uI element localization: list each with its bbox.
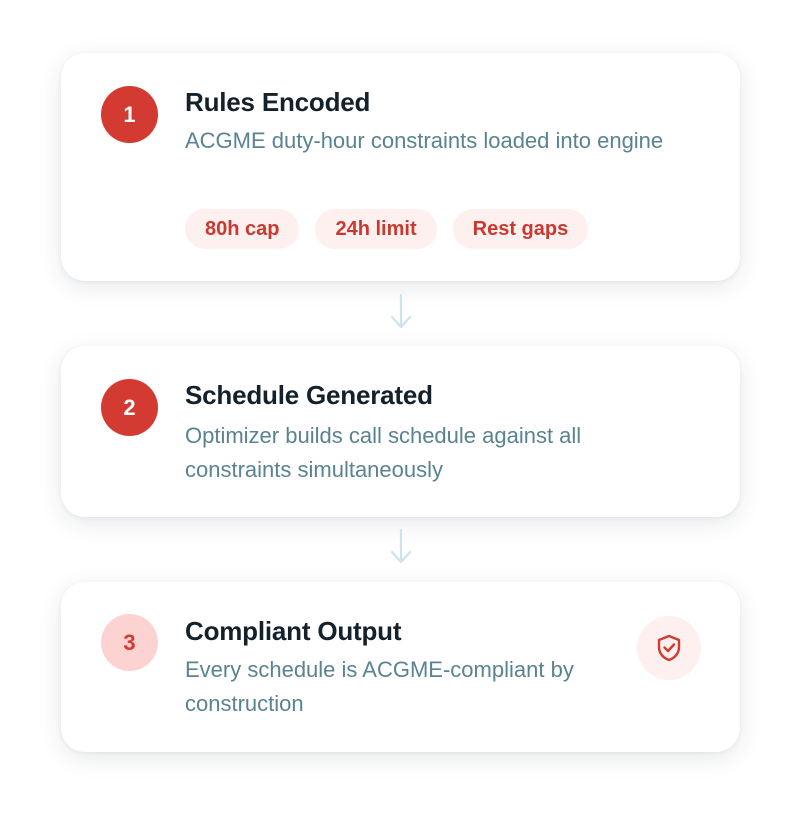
step-description: ACGME duty-hour constraints loaded into … — [185, 128, 664, 153]
step-description: Optimizer builds call schedule against a… — [185, 423, 582, 482]
step-card-compliant-output: 3 Compliant Output Every schedule is ACG… — [61, 582, 740, 752]
step-card-rules-encoded: 1 Rules Encoded ACGME duty-hour constrai… — [61, 53, 740, 281]
step-title: Compliant Output — [185, 616, 402, 646]
step-title: Schedule Generated — [185, 380, 433, 410]
step-number-badge: 2 — [101, 379, 158, 436]
shield-check-icon — [657, 634, 681, 662]
tag-80h-cap: 80h cap — [185, 209, 300, 249]
tag-24h-limit: 24h limit — [315, 209, 437, 249]
step-title: Rules Encoded — [185, 87, 371, 117]
step-card-schedule-generated: 2 Schedule Generated Optimizer builds ca… — [61, 346, 740, 517]
step-description: Every schedule is ACGME-compliant by con… — [185, 657, 574, 716]
constraint-tags: 80h cap 24h limit Rest gaps — [185, 209, 589, 249]
arrow-down-icon — [390, 528, 412, 564]
arrow-down-icon — [390, 293, 412, 329]
step-number-badge: 1 — [101, 86, 158, 143]
shield-badge — [637, 616, 701, 680]
tag-rest-gaps: Rest gaps — [452, 209, 589, 249]
step-number-badge: 3 — [101, 614, 158, 671]
